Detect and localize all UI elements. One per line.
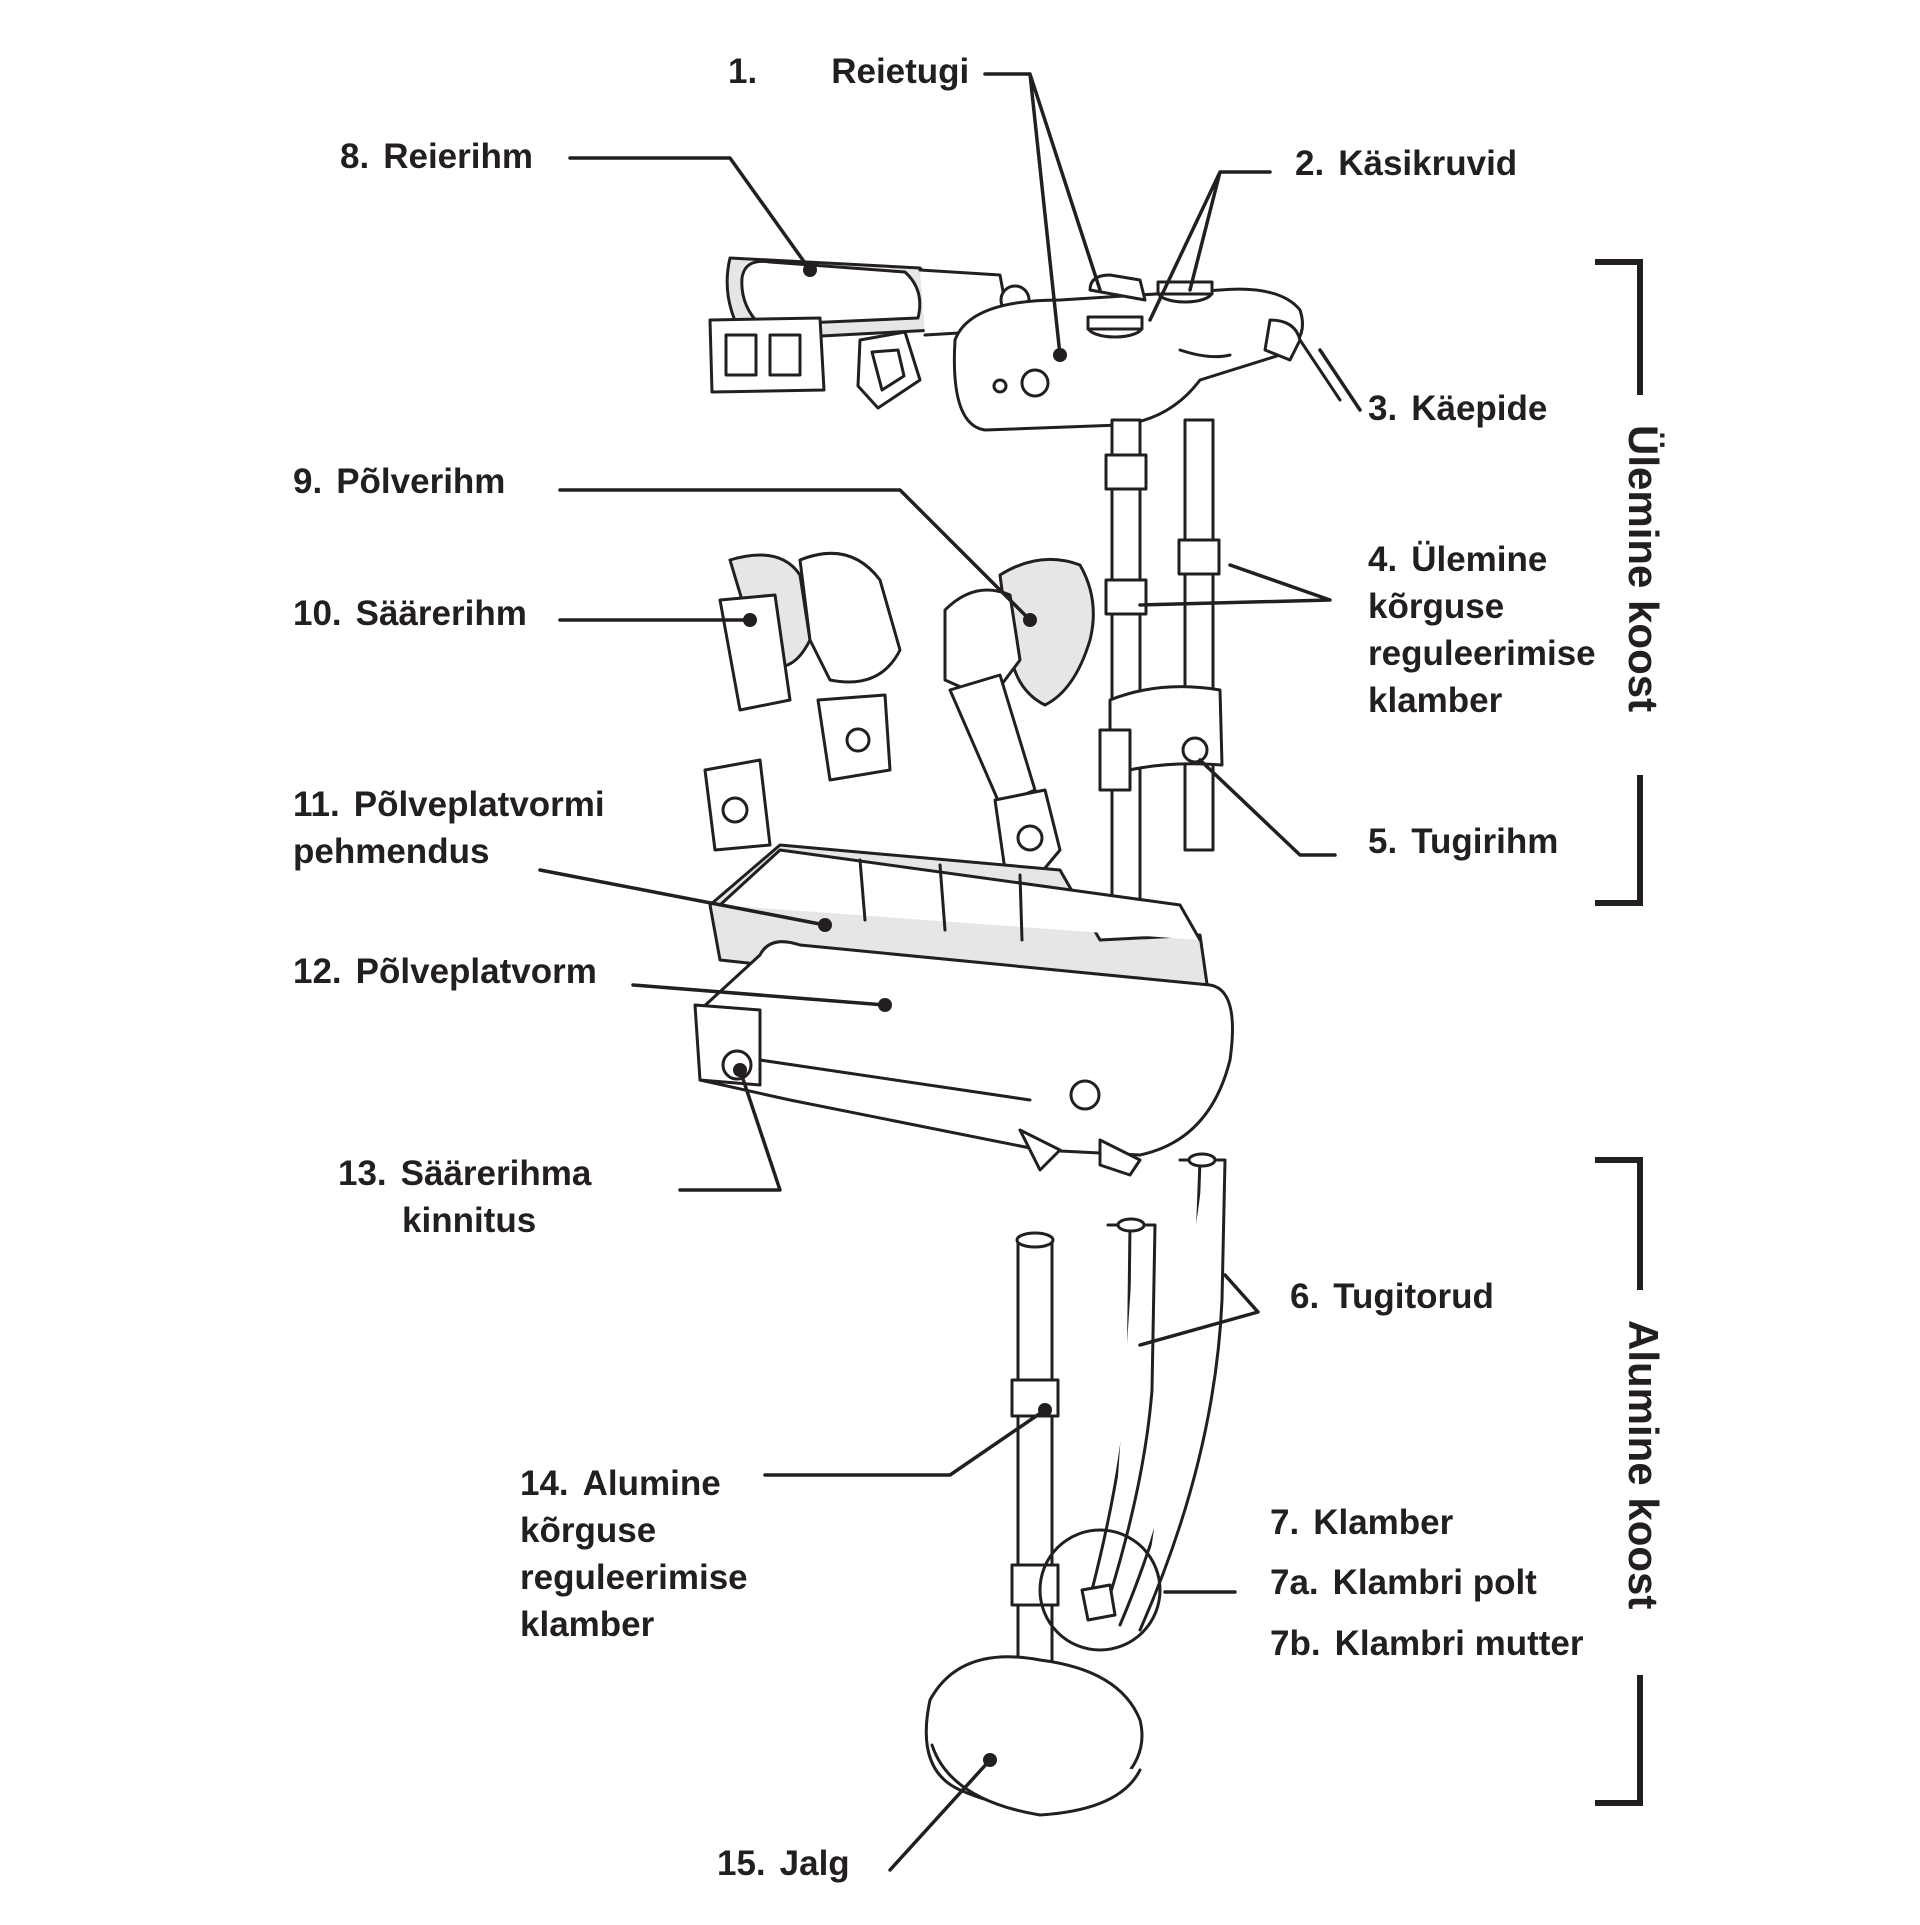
- leader-3: [1318, 348, 1362, 412]
- leader-4: [1138, 563, 1332, 607]
- handle-drawing: [1263, 318, 1342, 402]
- label-tugirihm: 5.Tugirihm: [1368, 822, 1559, 861]
- label-kaepide: 3.Käepide: [1368, 389, 1548, 428]
- leader-14: [763, 1408, 1047, 1477]
- leader-2: [1148, 170, 1272, 322]
- support-tubes-drawing: [1090, 1152, 1227, 1632]
- leader-dots: [733, 263, 1067, 1767]
- label-klambri-mutter: 7b.Klambri mutter: [1270, 1624, 1584, 1663]
- leader-11: [538, 868, 827, 927]
- clamp-circle-drawing: [1038, 1528, 1162, 1652]
- lower-upright-drawing: [1010, 1231, 1060, 1672]
- leader-5: [1198, 758, 1337, 857]
- upright-bars-drawing: [1098, 418, 1224, 902]
- section-title-lower: Alumine koost: [1620, 1320, 1667, 1610]
- label-polverihm: 9.Põlverihm: [293, 462, 506, 501]
- upper-bracket-bottom: [1595, 775, 1643, 906]
- label-saarerihma-kinnitus: 13.Säärerihma kinnitus: [338, 1154, 592, 1240]
- upper-bracket-top: [1595, 259, 1643, 395]
- label-ulemine-klamber: 4.Ülemine kõrguse reguleerimise klamber: [1368, 540, 1596, 720]
- label-saarerihm: 10.Säärerihm: [293, 594, 527, 633]
- label-jalg: 15.Jalg: [717, 1844, 850, 1883]
- label-tugitorud: 6.Tugitorud: [1290, 1277, 1494, 1316]
- knee-platform-drawing: [693, 940, 1234, 1177]
- label-alumine-klamber: 14.Alumine kõrguse reguleerimise klamber: [520, 1464, 748, 1644]
- leader-1: [983, 72, 1102, 357]
- label-polveplatvorm: 12.Põlveplatvorm: [293, 952, 597, 991]
- section-brackets: [1595, 259, 1643, 1806]
- leader-12: [631, 983, 887, 1007]
- shin-strap-drawing: [703, 551, 902, 852]
- label-kasikruvid: 2.Käsikruvid: [1295, 144, 1518, 183]
- label-polveplatvormi-pehmendus: 11.Põlveplatvormi pehmendus: [293, 785, 605, 871]
- label-klamber: 7.Klamber: [1270, 1503, 1454, 1542]
- section-title-upper: Ülemine koost: [1620, 425, 1667, 713]
- leader-lines: [538, 72, 1362, 1872]
- leader-6: [1138, 1273, 1260, 1347]
- leader-8: [568, 156, 812, 272]
- hand-screw-drawings: [1086, 280, 1214, 339]
- label-klambri-polt: 7a.Klambri polt: [1270, 1563, 1537, 1602]
- knee-strap-drawing: [943, 557, 1095, 882]
- foot-drawing: [924, 1655, 1144, 1817]
- thigh-strap-drawing: [708, 256, 1031, 410]
- label-reierihm: 8.Reierihm: [340, 137, 533, 176]
- leader-9: [558, 488, 1032, 622]
- label-reietugi: 1.Reietugi: [728, 52, 970, 91]
- leader-13: [678, 1068, 782, 1192]
- leader-15: [888, 1758, 992, 1872]
- lower-bracket-top: [1595, 1157, 1643, 1290]
- lower-bracket-bottom: [1595, 1675, 1643, 1806]
